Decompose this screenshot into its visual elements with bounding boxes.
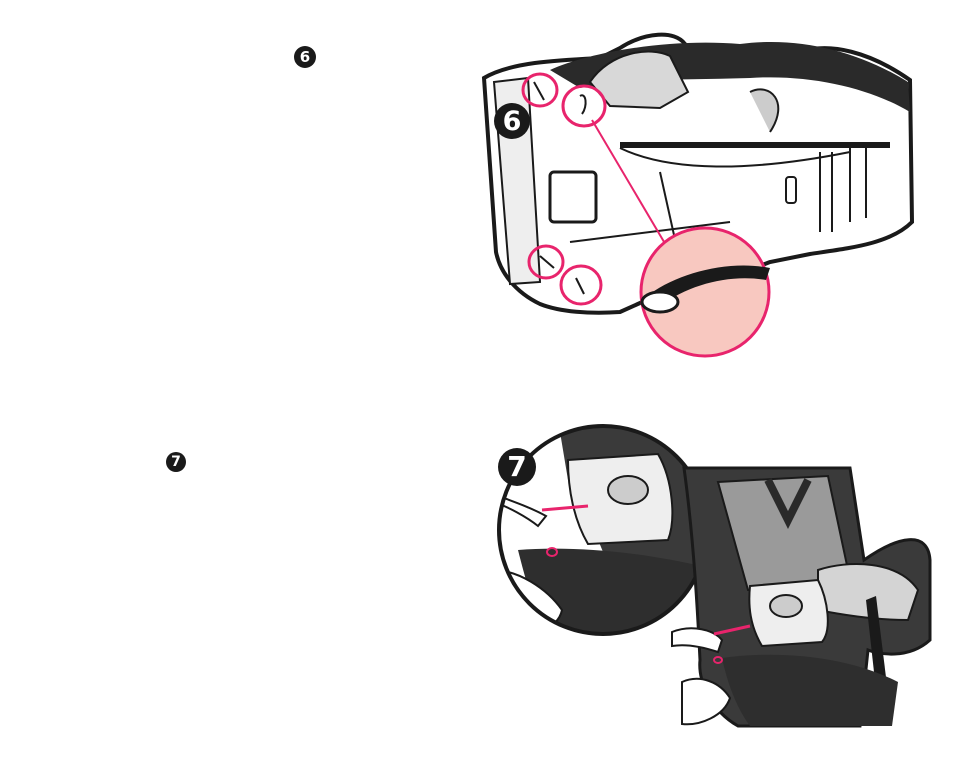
step-7-number: 7 [166, 452, 186, 472]
step-6-badge: 6 [494, 103, 530, 139]
cupholder [770, 595, 802, 617]
belt-slot-window [550, 172, 596, 222]
step-6-illustration [470, 22, 920, 360]
hook-detail [642, 292, 678, 312]
step-6-number: 6 [294, 46, 316, 68]
step-7-illustration [488, 420, 938, 730]
seat-cover-flap [722, 655, 898, 726]
step-7-badge: 7 [498, 448, 536, 486]
